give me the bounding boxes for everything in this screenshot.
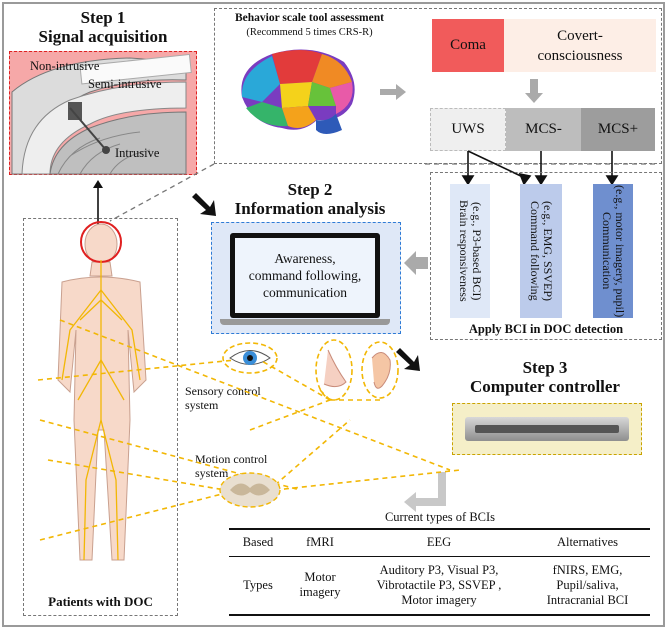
- communication-card: Communication (e.g., motor imagery, pupi…: [593, 184, 633, 318]
- non-intrusive-label: Non-intrusive: [30, 59, 100, 73]
- mcs-minus-state: MCS-: [506, 108, 581, 151]
- step3-title: Step 3 Computer controller: [440, 358, 650, 396]
- screen-line-communication: communication: [263, 285, 347, 300]
- communication-example: (e.g., motor imagery, pupil): [613, 184, 627, 318]
- mcs-plus-state: MCS+: [581, 108, 655, 151]
- intrusive-label: Intrusive: [115, 146, 160, 160]
- down-arrow-icon: [525, 79, 543, 103]
- brain-responsiveness-example: (e.g., P3-based BCI): [470, 201, 484, 301]
- assessment-subtitle: (Recommend 5 times CRS-R): [246, 27, 373, 38]
- cell-eeg: Auditory P3, Visual P3,Vibrotactile P3, …: [376, 562, 502, 607]
- uws-state: UWS: [430, 108, 506, 151]
- step1-title: Step 1 Signal acquisition: [8, 8, 198, 46]
- head-cross-section-icon: [11, 53, 192, 175]
- sense-organs-icons: [222, 339, 399, 401]
- information-analysis-panel: Awareness, command following, communicat…: [211, 222, 401, 334]
- screen-line-awareness: Awareness,: [274, 251, 336, 266]
- command-following-card: Command following (e.g., EMG, SSVEP): [520, 184, 562, 318]
- covert-consciousness-state: Covert-consciousness: [504, 19, 656, 72]
- header-alternatives: Alternatives: [556, 535, 619, 550]
- command-following-example: (e.g., EMG, SSVEP): [541, 200, 555, 301]
- coma-state: Coma: [432, 19, 504, 72]
- table-header-row: Based fMRI EEG Alternatives: [229, 530, 650, 556]
- semi-intrusive-label: Semi-intrusive: [88, 77, 162, 91]
- laptop-screen: Awareness, command following, communicat…: [230, 233, 380, 318]
- header-eeg: EEG: [426, 535, 452, 550]
- bci-apply-panel: [430, 172, 662, 340]
- cell-alternatives: fNIRS, EMG,Pupil/saliva,Intracranial BCI: [546, 562, 629, 607]
- patient-panel: [23, 218, 178, 616]
- assessment-title: Behavior scale tool assessment: [235, 12, 384, 24]
- laptop-display: Awareness, command following, communicat…: [235, 238, 375, 313]
- screen-line-command: command following,: [248, 268, 362, 283]
- step1-number: Step 1: [80, 8, 126, 27]
- header-based: Based: [242, 535, 274, 550]
- command-following-label: Command following: [528, 201, 542, 301]
- step2-name: Information analysis: [234, 199, 386, 218]
- row-label-types: Types: [243, 577, 273, 592]
- brain-responsiveness-card: Brain responsiveness (e.g., P3-based BCI…: [450, 184, 490, 318]
- laptop-base: [220, 319, 390, 325]
- patients-label: Patients with DOC: [48, 594, 153, 609]
- communication-label: Communication: [600, 212, 614, 290]
- step2-number: Step 2: [287, 180, 333, 199]
- controller-device-icon: [465, 417, 629, 441]
- bci-table-caption: Current types of BCIs: [384, 510, 496, 524]
- step2-title: Step 2 Information analysis: [210, 180, 410, 218]
- right-arrow-icon: [380, 84, 406, 100]
- signal-acquisition-panel: Non-intrusive Semi-intrusive Intrusive: [9, 51, 197, 175]
- covert-consciousness-label: Covert-consciousness: [537, 27, 623, 64]
- step3-name: Computer controller: [470, 377, 620, 396]
- bci-apply-title: Apply BCI in DOC detection: [468, 322, 624, 336]
- step3-number: Step 3: [522, 358, 568, 377]
- computer-controller-panel: [452, 403, 642, 455]
- header-fmri: fMRI: [306, 535, 334, 550]
- brain-lobes-icon: [241, 49, 355, 134]
- step1-name: Signal acquisition: [38, 27, 168, 46]
- brain-responsiveness-label: Brain responsiveness: [457, 200, 471, 302]
